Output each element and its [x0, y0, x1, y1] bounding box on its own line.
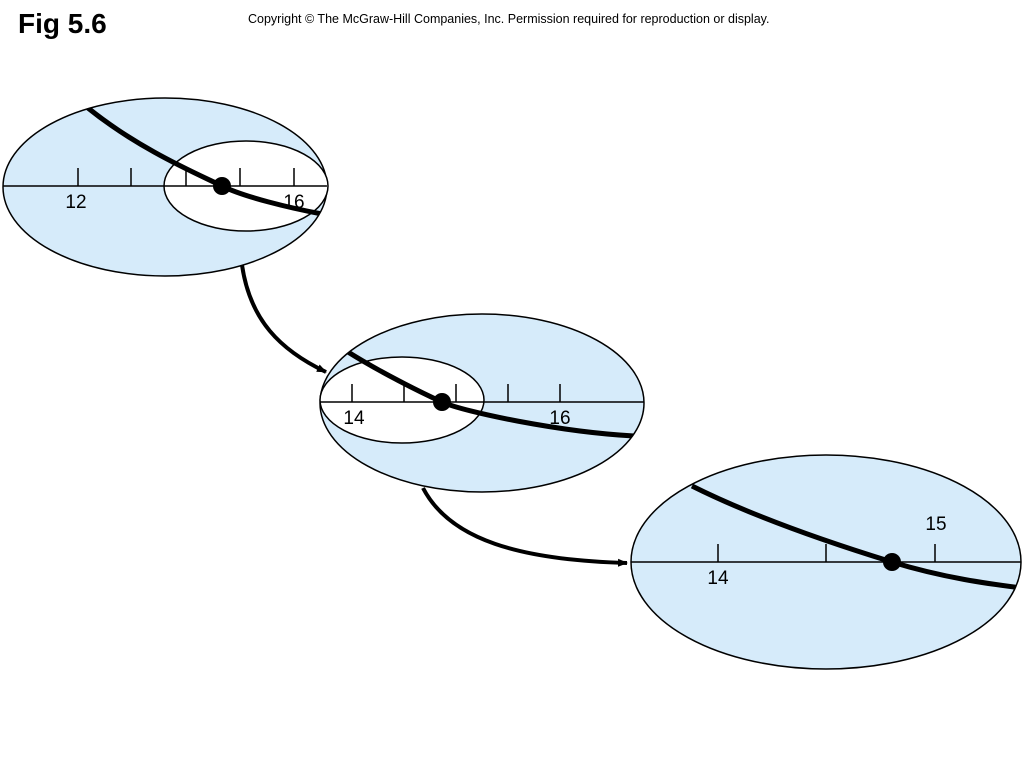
zoom-arrow-1 — [240, 264, 327, 374]
panel-1-label-left: 12 — [65, 192, 86, 213]
zoom-panel-1: 12 16 — [2, 97, 329, 277]
panel-2-ticks — [351, 384, 561, 402]
zoom-panel-2: 14 16 — [319, 313, 645, 493]
panel-2-point — [433, 393, 451, 411]
zoom-arrow-2 — [421, 487, 628, 567]
panel-3-label-left: 14 — [707, 568, 729, 589]
panel-3-ticks — [717, 544, 936, 562]
panel-2-label-left: 14 — [343, 408, 365, 429]
panel-3-label-right: 15 — [925, 514, 946, 535]
panel-1-label-right: 16 — [283, 192, 304, 213]
figure-title: Fig 5.6 — [18, 8, 107, 39]
copyright-notice: Copyright © The McGraw-Hill Companies, I… — [248, 12, 770, 26]
panel-3-point — [883, 553, 901, 571]
panel-2-zoom-window — [319, 356, 485, 444]
zoom-panel-3: 14 15 — [630, 454, 1022, 670]
panel-2-label-right: 16 — [549, 408, 570, 429]
panel-1-point — [213, 177, 231, 195]
